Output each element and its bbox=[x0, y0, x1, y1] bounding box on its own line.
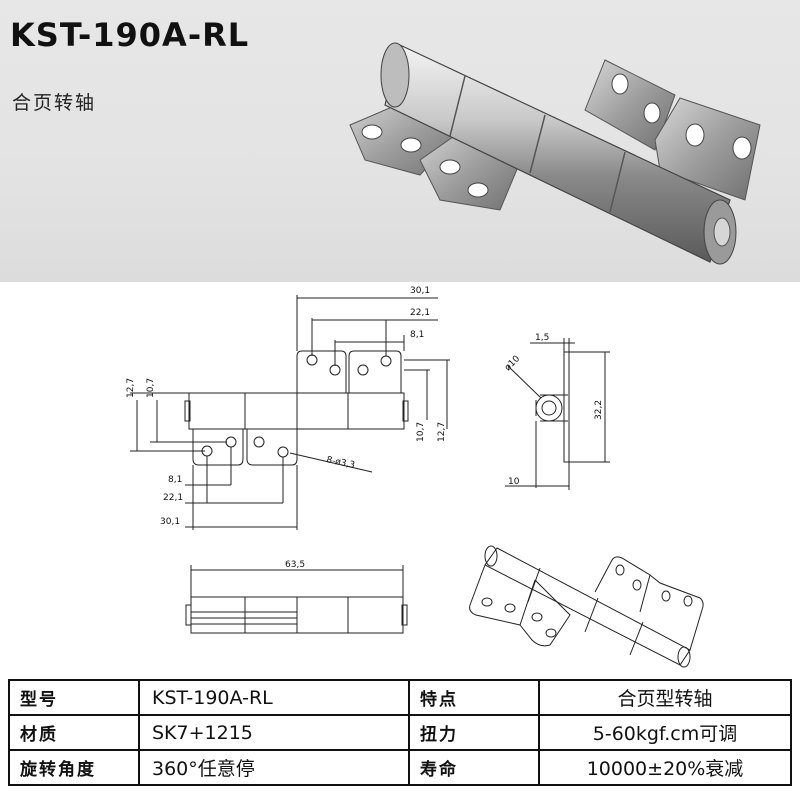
dim-10-7-left: 10,7 bbox=[146, 378, 156, 398]
spec-value: 360°任意停 bbox=[138, 749, 410, 786]
spec-value: 5-60kgf.cm可调 bbox=[538, 714, 792, 751]
side-plate bbox=[563, 351, 570, 463]
dim-holes: 8-ø3,3 bbox=[325, 455, 355, 471]
technical-drawing: 30,1 22,1 8,1 12,7 10,7 10,7 12,7 8,1 22… bbox=[126, 286, 704, 668]
table-row: 材质 SK7+1215 扭力 5-60kgf.cm可调 bbox=[8, 714, 792, 751]
table-row: 型号 KST-190A-RL 特点 合页型转轴 bbox=[8, 679, 792, 716]
spec-label: 型号 bbox=[8, 679, 140, 716]
top-plate-left bbox=[296, 350, 347, 393]
spec-value: 合页型转轴 bbox=[538, 679, 792, 716]
spec-label: 扭力 bbox=[408, 714, 540, 751]
spec-value: SK7+1215 bbox=[138, 714, 410, 751]
dim-30-1-bottom: 30,1 bbox=[160, 517, 180, 527]
spec-label: 特点 bbox=[408, 679, 540, 716]
spec-value: KST-190A-RL bbox=[138, 679, 410, 716]
spec-label: 寿命 bbox=[408, 749, 540, 786]
model-title: KST-190A-RL bbox=[10, 16, 250, 54]
dim-12-7-right: 12,7 bbox=[437, 422, 447, 442]
isometric-view bbox=[469, 545, 704, 668]
dim-10-7-right: 10,7 bbox=[416, 422, 426, 442]
spec-label: 旋转角度 bbox=[8, 749, 140, 786]
table-row: 旋转角度 360°任意停 寿命 10000±20%衰减 bbox=[8, 749, 792, 786]
dim-1-5: 1,5 bbox=[535, 333, 549, 343]
top-plate-right bbox=[348, 350, 402, 393]
bottom-plate-right bbox=[246, 429, 298, 466]
bottom-plate-left bbox=[192, 429, 244, 466]
spec-table: 型号 KST-190A-RL 特点 合页型转轴 材质 SK7+1215 扭力 5… bbox=[8, 679, 792, 786]
dim-10-side: 10 bbox=[508, 477, 520, 487]
product-photo: KST-190A-RL 合页转轴 bbox=[0, 0, 800, 282]
hinge-photo-illustration bbox=[349, 42, 761, 265]
dim-8-1-top: 8,1 bbox=[410, 330, 424, 340]
dim-63-5: 63,5 bbox=[285, 560, 305, 570]
spec-value: 10000±20%衰减 bbox=[538, 749, 792, 786]
dim-12-7-left: 12,7 bbox=[126, 378, 136, 398]
dim-22-1-top: 22,1 bbox=[410, 308, 430, 318]
spec-label: 材质 bbox=[8, 714, 140, 751]
side-barrel bbox=[535, 394, 563, 422]
dim-32-2: 32,2 bbox=[594, 400, 604, 420]
dim-30-1-top: 30,1 bbox=[410, 286, 430, 296]
dim-8-1-bottom: 8,1 bbox=[168, 475, 182, 485]
dim-dia-10: ø10 bbox=[503, 354, 522, 373]
product-name: 合页转轴 bbox=[12, 92, 97, 114]
dim-22-1-bottom: 22,1 bbox=[163, 493, 183, 503]
